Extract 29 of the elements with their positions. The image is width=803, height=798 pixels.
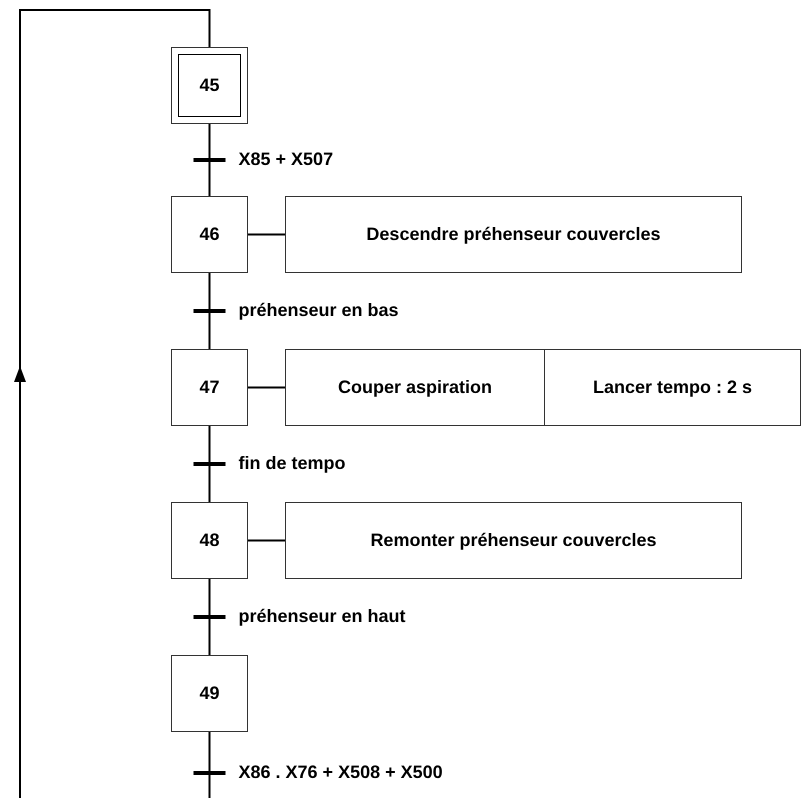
action-box xyxy=(285,349,545,426)
step-box xyxy=(171,502,248,579)
action-box xyxy=(285,502,742,579)
step-number: 46 xyxy=(199,224,220,245)
transition-condition: fin de tempo xyxy=(236,453,348,474)
link-line xyxy=(208,426,210,502)
action-text: Descendre préhenseur couvercles xyxy=(366,224,661,245)
link-line xyxy=(248,234,285,236)
step-box xyxy=(171,655,248,732)
arrow xyxy=(14,9,210,798)
step-number: 45 xyxy=(199,75,220,96)
initial-step-box xyxy=(171,47,248,124)
step-number: 49 xyxy=(199,683,220,704)
step-box xyxy=(171,349,248,426)
link-line xyxy=(208,579,210,655)
action-text: Lancer tempo : 2 s xyxy=(592,377,752,398)
transition-condition: préhenseur en haut xyxy=(236,606,408,627)
link-line xyxy=(208,124,210,196)
action-text: Couper aspiration xyxy=(338,377,492,398)
action-box xyxy=(544,349,801,426)
step-number: 47 xyxy=(199,377,220,398)
action-text: Remonter préhenseur couvercles xyxy=(370,530,657,551)
step-box xyxy=(171,196,248,273)
link-line xyxy=(248,386,285,388)
link-line xyxy=(248,540,285,542)
transition-condition: préhenseur en bas xyxy=(236,300,401,321)
link-line xyxy=(208,273,210,349)
step-number: 48 xyxy=(199,530,220,551)
action-box xyxy=(285,196,742,273)
